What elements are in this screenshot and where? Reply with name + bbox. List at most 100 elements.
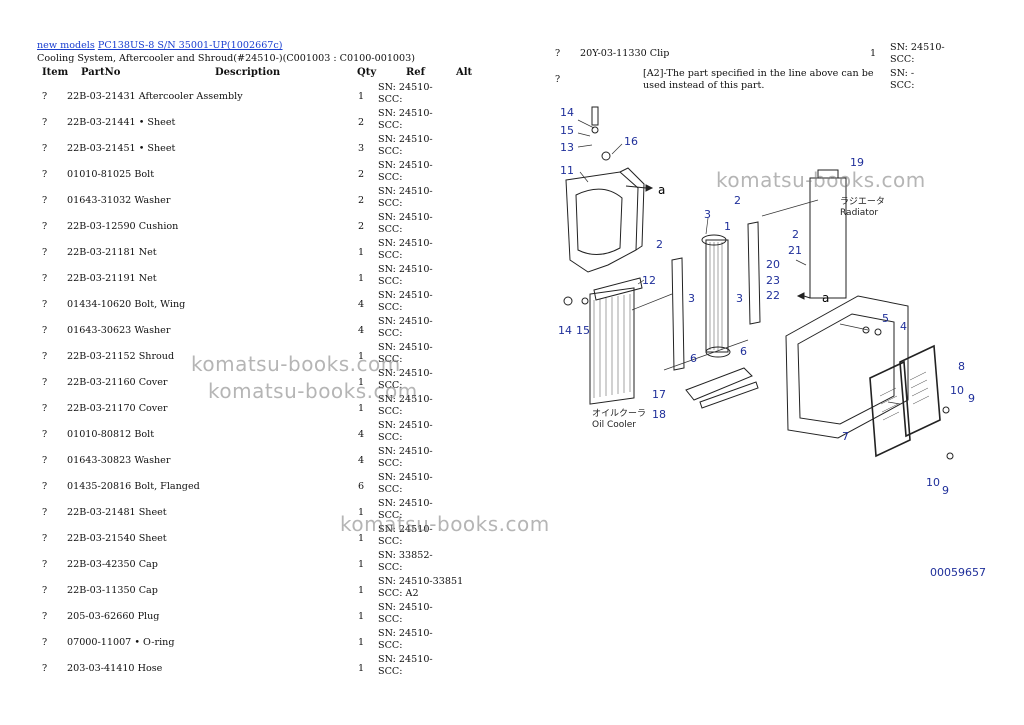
col-item: Item <box>42 67 69 78</box>
arrow-label-a: a <box>658 183 665 197</box>
callout-4: 4 <box>900 320 907 333</box>
right-row-item: ? <box>555 48 561 59</box>
bolt-14-top <box>591 106 599 126</box>
net-8 <box>899 344 941 438</box>
figure-id: 00059657 <box>930 566 986 579</box>
alt-note: [A2]-The part specified in the line abov… <box>643 68 874 91</box>
page-title: Cooling System, Aftercooler and Shroud(#… <box>37 53 415 64</box>
callout-21: 21 <box>788 244 802 257</box>
shroud-inner <box>575 188 623 255</box>
model-link[interactable]: PC138US-8 S/N 35001-UP(1002667c) <box>97 40 283 51</box>
callout-3b: 3 <box>736 292 743 305</box>
net-7 <box>869 360 911 458</box>
col-description: Description <box>215 67 281 78</box>
washer-15-bottom <box>581 297 589 305</box>
callout-7: 7 <box>842 430 849 443</box>
right-row-part: 20Y-03-11330 Clip <box>580 48 670 59</box>
col-qty: Qty <box>357 67 377 78</box>
watermark: komatsu-books.com <box>191 352 401 376</box>
col-ref: Ref <box>406 67 425 78</box>
callout-17: 17 <box>652 388 666 401</box>
bolt-14-bottom <box>563 296 573 306</box>
callout-10a: 10 <box>950 384 964 397</box>
parts-diagram: a a 14 15 13 16 11 3 1 2 2 3 12 3 14 15 … <box>558 106 986 579</box>
washer-4 <box>874 328 882 336</box>
right-row-qty: 1 <box>870 48 877 59</box>
callout-15b: 15 <box>576 324 590 337</box>
callout-18: 18 <box>652 408 666 421</box>
callout-22: 22 <box>766 289 780 302</box>
callout-13: 13 <box>560 141 574 154</box>
callout-2b: 2 <box>656 238 663 251</box>
callout-2a: 2 <box>734 194 741 207</box>
aftercooler-outlet <box>705 346 731 358</box>
sheet-left <box>671 257 685 371</box>
callout-9b: 9 <box>942 484 949 497</box>
callout-1: 1 <box>724 220 731 233</box>
radiator-label-jp: ラジエータ <box>840 196 885 207</box>
callout-14b: 14 <box>558 324 572 337</box>
radiator-frame <box>785 295 909 439</box>
callout-6a: 6 <box>690 352 697 365</box>
washer-15 <box>591 126 599 134</box>
callout-2c: 2 <box>792 228 799 241</box>
col-partno: PartNo <box>81 67 121 78</box>
wing-bolt-10b <box>946 452 954 460</box>
aftercooler-core <box>705 239 729 353</box>
callout-3c: 3 <box>688 292 695 305</box>
callout-23: 23 <box>766 274 780 287</box>
shroud-shape <box>565 171 639 273</box>
callout-11: 11 <box>560 164 574 177</box>
arrow-label-a2: a <box>822 291 829 305</box>
bolt-16 <box>601 151 611 161</box>
breadcrumb: new models PC138US-8 S/N 35001-UP(100266… <box>37 40 283 51</box>
radiator-label-en: Radiator <box>840 208 878 218</box>
new-models-link[interactable]: new models <box>37 40 95 51</box>
callout-9a: 9 <box>968 392 975 405</box>
callout-12: 12 <box>642 274 656 287</box>
callout-6b: 6 <box>740 345 747 358</box>
sheet-right <box>747 221 761 325</box>
callout-3a: 3 <box>704 208 711 221</box>
watermark: komatsu-books.com <box>340 512 550 536</box>
callout-20: 20 <box>766 258 780 271</box>
aftercooler-inlet <box>701 234 727 246</box>
watermark: komatsu-books.com <box>208 379 418 403</box>
bolt-5 <box>862 326 870 334</box>
shroud-side <box>619 167 645 251</box>
callout-19: 19 <box>850 156 864 169</box>
callout-15: 15 <box>560 124 574 137</box>
right-row2-item: ? <box>555 74 561 85</box>
right-row2-ref: SN: - SCC: <box>890 68 915 91</box>
callout-8: 8 <box>958 360 965 373</box>
cushion-shape <box>593 277 643 301</box>
callout-5: 5 <box>882 312 889 325</box>
callout-16: 16 <box>624 135 638 148</box>
callout-14: 14 <box>560 106 574 119</box>
oil-cooler-shape <box>589 287 635 405</box>
cover-18 <box>699 381 759 409</box>
oil-cooler-label-jp: オイルクーラ <box>592 408 646 419</box>
wing-bolt-10 <box>942 406 950 414</box>
oil-cooler-label-en: Oil Cooler <box>592 420 636 430</box>
col-alt: Alt <box>456 67 473 78</box>
